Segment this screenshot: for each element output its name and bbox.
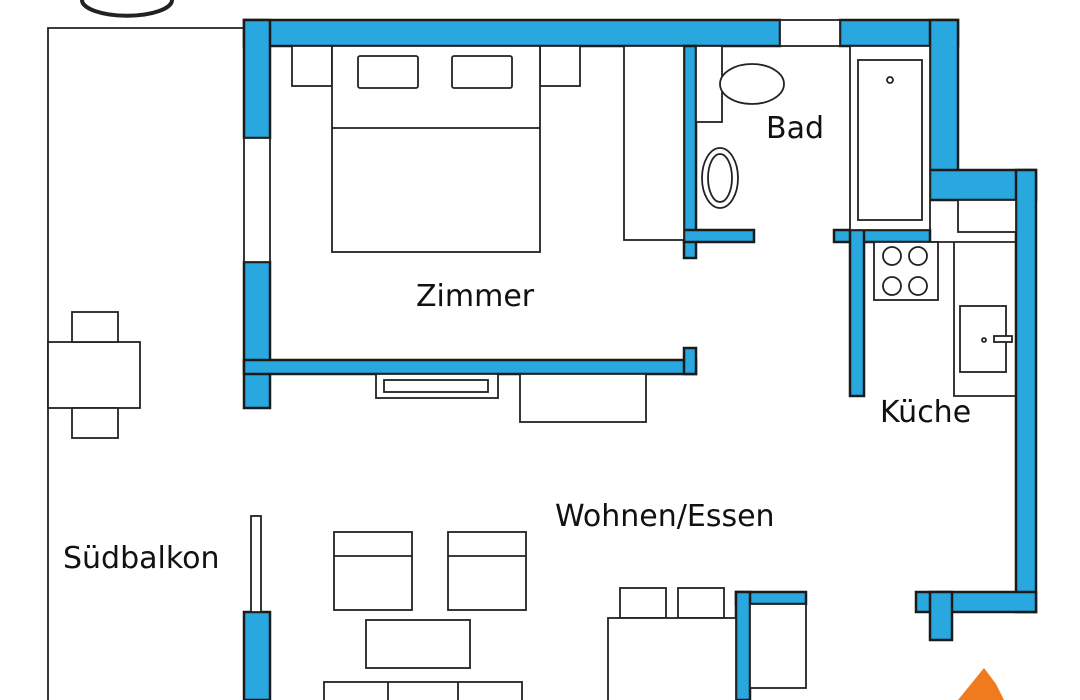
sideboard — [375, 373, 647, 423]
toilet — [695, 45, 785, 123]
room-label-balkon: Südbalkon — [63, 541, 220, 576]
window-openings — [243, 19, 1017, 613]
room-label-kueche: Küche — [880, 395, 971, 430]
room-label-bad: Bad — [766, 111, 824, 146]
sofa — [323, 681, 523, 700]
balcony-outline — [47, 27, 244, 700]
stove — [873, 241, 939, 301]
bathtub — [849, 45, 931, 231]
wardrobe — [623, 45, 685, 241]
kitchen-sink — [959, 305, 1013, 373]
bed — [291, 45, 581, 253]
sink-bath — [701, 147, 739, 209]
armchairs — [333, 531, 527, 611]
coffee-table — [365, 619, 471, 669]
dining-table — [607, 587, 737, 700]
room-label-wohnen: Wohnen/Essen — [555, 499, 775, 534]
cabinet — [749, 603, 807, 689]
entrance-arrow-icon — [958, 668, 1004, 700]
room-label-zimmer: Zimmer — [416, 279, 535, 314]
balcony-table — [47, 311, 141, 439]
compass-icon — [80, 0, 174, 18]
